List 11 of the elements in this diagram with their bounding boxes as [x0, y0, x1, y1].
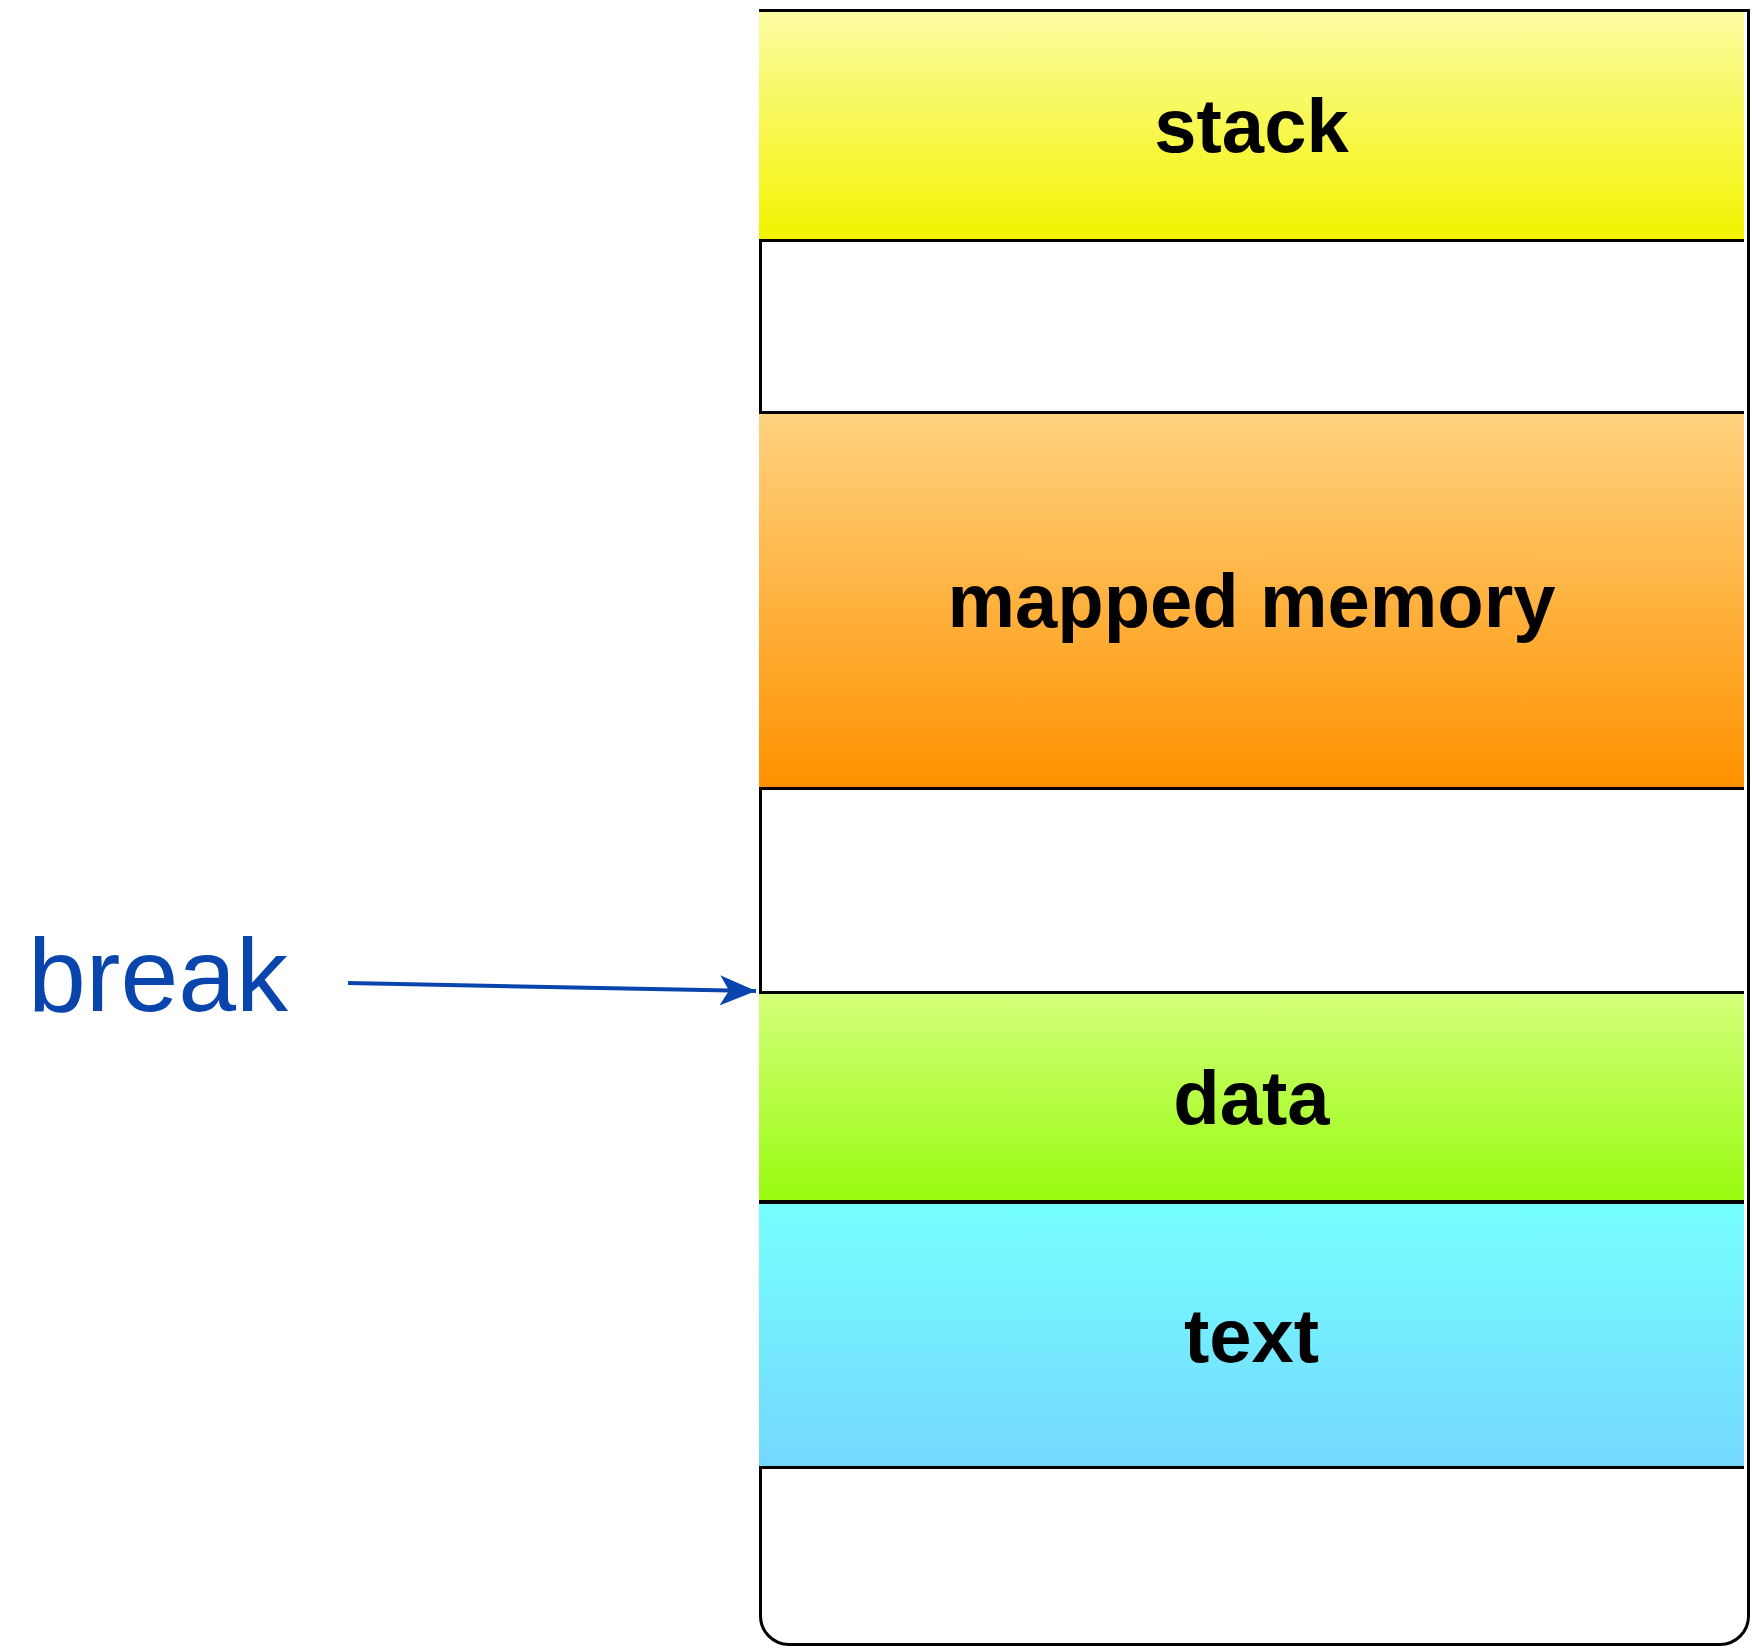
- pointer-label: break: [27, 923, 289, 1027]
- memory-segment: [759, 991, 1744, 1203]
- segment-label: data: [1173, 1053, 1330, 1141]
- memory-layout-box: [759, 9, 1750, 1646]
- memory-segment: [759, 1201, 1744, 1469]
- segment-label: stack: [1154, 82, 1349, 169]
- memory-segment: [759, 411, 1744, 790]
- segment-label: text: [1183, 1291, 1320, 1379]
- arrow: [347, 975, 757, 1006]
- memory-segment: [759, 9, 1744, 242]
- segment-label: mapped memory: [947, 557, 1556, 644]
